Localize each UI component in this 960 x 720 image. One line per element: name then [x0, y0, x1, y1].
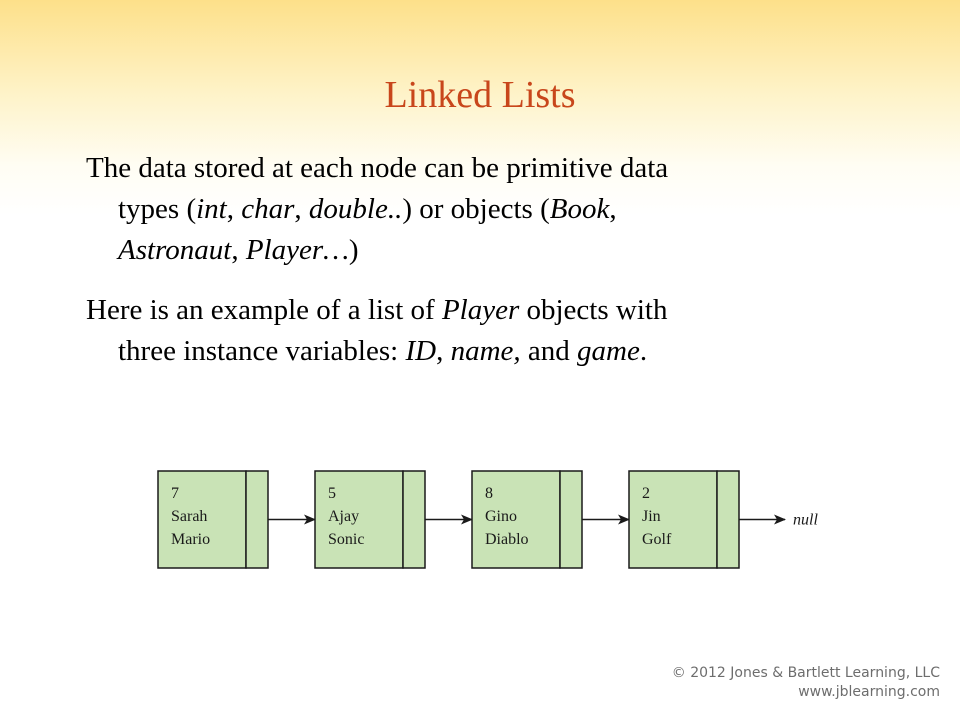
node-name-label: Gino	[485, 508, 517, 525]
indented-lines: types (int, char, double..) or objects (…	[86, 189, 856, 271]
node-name-label: Ajay	[328, 508, 359, 525]
text: objects with	[519, 294, 668, 326]
publisher-url: www.jblearning.com	[798, 684, 940, 700]
var-id: ID	[405, 335, 437, 367]
type-double: double..	[308, 193, 403, 225]
node-game-label: Sonic	[328, 531, 364, 548]
null-label: null	[793, 512, 818, 529]
text: and	[520, 335, 578, 367]
copyright-footer: © 2012 Jones & Bartlett Learning, LLC ww…	[672, 664, 940, 702]
text: )	[348, 234, 359, 266]
node-data-box	[314, 470, 404, 569]
type-astronaut: Astronaut	[118, 234, 232, 266]
text: ) or objects (	[402, 193, 550, 225]
indented-lines: three instance variables: ID, name, and …	[86, 331, 856, 372]
var-name: name,	[450, 335, 521, 367]
copyright-text: © 2012 Jones & Bartlett Learning, LLC	[671, 665, 940, 681]
node-pointer-box	[402, 470, 426, 569]
text: types (	[118, 193, 197, 225]
type-int: int	[196, 193, 227, 225]
node-pointer-box	[559, 470, 583, 569]
node-game-label: Diablo	[485, 531, 529, 548]
text: ,	[436, 335, 451, 367]
var-game: game	[577, 335, 640, 367]
text: ,	[294, 193, 309, 225]
class-player: Player	[441, 294, 520, 326]
type-char: char	[241, 193, 295, 225]
paragraph-example: Here is an example of a list of Player o…	[86, 290, 856, 372]
node-pointer-box	[716, 470, 740, 569]
paragraph-data-types: The data stored at each node can be prim…	[86, 148, 856, 271]
node-name-label: Sarah	[171, 508, 207, 525]
node-data-box	[628, 470, 718, 569]
text: ,	[226, 193, 242, 225]
node-id-label: 8	[485, 485, 493, 502]
text: Here is an example of a list of	[86, 294, 442, 326]
node-id-label: 5	[328, 485, 336, 502]
text: ,	[609, 193, 617, 225]
node-data-box	[157, 470, 247, 569]
node-data-box	[471, 470, 561, 569]
text: three instance variables:	[118, 335, 406, 367]
text: ,	[231, 234, 246, 266]
type-book: Book	[549, 193, 610, 225]
node-id-label: 2	[642, 485, 650, 502]
node-id-label: 7	[171, 485, 179, 502]
text: .	[639, 335, 648, 367]
node-game-label: Mario	[171, 531, 210, 548]
type-player: Player…	[245, 234, 349, 266]
node-pointer-box	[245, 470, 269, 569]
slide-title: Linked Lists	[384, 74, 576, 116]
text: The data stored at each node can be prim…	[86, 152, 669, 184]
node-game-label: Golf	[642, 531, 672, 548]
node-name-label: Jin	[642, 508, 661, 525]
